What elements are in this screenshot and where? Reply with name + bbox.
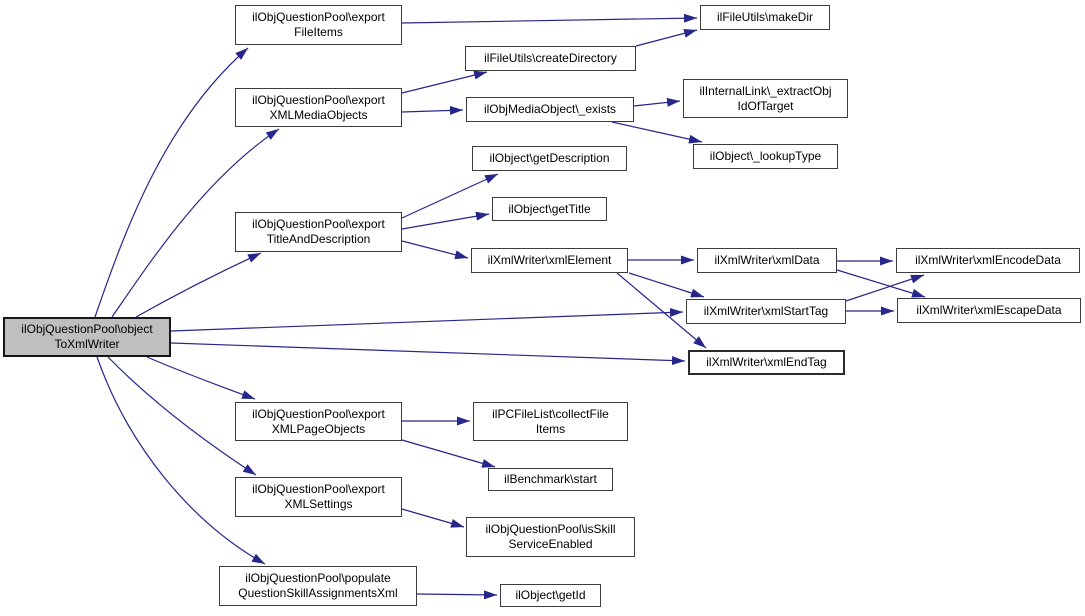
graph-node-getId[interactable]: ilObject\getId [500, 584, 601, 607]
graph-node-xmlEscapeData[interactable]: ilXmlWriter\xmlEscapeData [897, 298, 1081, 323]
graph-node-label: ilObjQuestionPool\export [252, 482, 385, 496]
graph-node-label: ilObjQuestionPool\populate [245, 571, 391, 585]
edge-createDirectory-to-makeDir [635, 28, 698, 47]
graph-node-lookupType[interactable]: ilObject\_lookupType [693, 144, 838, 169]
graph-node-label: ilObject\getTitle [508, 201, 591, 216]
edge-xmlElement-to-xmlEndTag [616, 272, 707, 349]
graph-node-label: ilObjQuestionPool\export [252, 10, 385, 24]
graph-node-label: XMLPageObjects [271, 421, 366, 436]
edge-objectToXmlWriter-to-exportTitleAndDescription [135, 252, 262, 318]
graph-node-label: IdOfTarget [737, 98, 794, 113]
graph-node-label: ilObjMediaObject\_exists [483, 102, 617, 116]
graph-node-mediaObjectExists[interactable]: ilObjMediaObject\_exists [466, 97, 634, 122]
edge-xmlElement-to-xmlStartTag [628, 272, 705, 298]
graph-node-label: ilXmlWriter\xmlStartTag [703, 304, 829, 318]
graph-node-label: ToXmlWriter [54, 337, 120, 351]
graph-node-label: ilXmlWriter\xmlData [714, 253, 820, 267]
edge-objectToXmlWriter-to-exportXMLMediaObjects [111, 128, 280, 318]
edge-exportXMLSettings-to-isSkillServiceEnabled [401, 508, 465, 528]
edge-objectToXmlWriter-to-populateQuestionSkillAssignmentsXml [96, 356, 266, 565]
graph-node-label: TitleAndDescription [266, 232, 371, 246]
edge-exportTitleAndDescription-to-getDescription [401, 173, 499, 219]
graph-node-label: ilFileUtils\makeDir [716, 10, 813, 24]
edge-exportFileItems-to-makeDir [401, 13, 698, 24]
edge-exportXMLMediaObjects-to-mediaObjectExists [401, 105, 464, 115]
graph-node-label: ilObject\_lookupType [709, 149, 822, 163]
graph-node-label: FileItems [294, 25, 343, 39]
edge-exportXMLPageObjects-to-benchmarkStart [401, 439, 496, 468]
graph-node-label: ilObjQuestionPool\object [21, 322, 153, 336]
edge-objectToXmlWriter-to-exportXMLSettings [107, 356, 257, 476]
graph-node-label: ilXmlWriter\xmlEncodeData [915, 253, 1061, 267]
edge-exportXMLMediaObjects-to-createDirectory [401, 70, 488, 94]
edge-xmlData-to-xmlEscapeData [836, 269, 926, 298]
graph-node-label: XMLMediaObjects [269, 107, 368, 122]
graph-node-getDescription[interactable]: ilObject\getDescription [472, 146, 627, 171]
edge-objectToXmlWriter-to-xmlEndTag [170, 342, 686, 366]
graph-node-makeDir[interactable]: ilFileUtils\makeDir [700, 5, 830, 30]
graph-node-label: ilXmlWriter\xmlEscapeData [916, 303, 1062, 317]
graph-node-label: ilFileUtils\createDirectory [484, 51, 617, 65]
edge-populateQuestionSkillAssignmentsXml-to-getId [416, 590, 498, 600]
graph-node-getTitle[interactable]: ilObject\getTitle [492, 197, 607, 221]
edge-objectToXmlWriter-to-exportFileItems [94, 47, 249, 318]
graph-node-label: ilXmlWriter\xmlElement [487, 253, 612, 267]
edge-objectToXmlWriter-to-exportXMLPageObjects [146, 356, 256, 400]
graph-node-benchmarkStart[interactable]: ilBenchmark\start [488, 468, 613, 491]
graph-node-xmlElement[interactable]: ilXmlWriter\xmlElement [471, 248, 628, 273]
edge-mediaObjectExists-to-lookupType [611, 121, 703, 144]
edge-objectToXmlWriter-to-xmlStartTag [170, 307, 684, 332]
graph-node-xmlEncodeData[interactable]: ilXmlWriter\xmlEncodeData [896, 248, 1080, 273]
graph-node-label: ilObject\getDescription [489, 151, 610, 165]
graph-node-label: ilXmlWriter\xmlEndTag [706, 355, 827, 369]
graph-node-label: ilObject\getId [515, 588, 586, 602]
graph-node-label: XMLSettings [284, 497, 353, 511]
edge-exportTitleAndDescription-to-getTitle [401, 211, 490, 230]
graph-node-label: ilInternalLink\_extractObj [699, 83, 832, 98]
graph-node-xmlStartTag[interactable]: ilXmlWriter\xmlStartTag [686, 299, 846, 324]
edge-xmlStartTag-to-xmlEncodeData [845, 274, 925, 302]
graph-node-label: ilObjQuestionPool\export [252, 406, 385, 421]
graph-node-label: ilObjQuestionPool\export [252, 217, 385, 231]
graph-node-xmlData[interactable]: ilXmlWriter\xmlData [697, 248, 837, 273]
graph-node-label: ilObjQuestionPool\isSkill [485, 522, 616, 536]
graph-node-label: ilPCFileList\collectFile [492, 406, 609, 421]
graph-node-label: ServiceEnabled [508, 537, 593, 551]
graph-node-label: ilBenchmark\start [504, 472, 597, 486]
edge-exportTitleAndDescription-to-xmlElement [401, 240, 469, 260]
edge-mediaObjectExists-to-extractObjIdOfTarget [633, 97, 681, 107]
graph-node-createDirectory[interactable]: ilFileUtils\createDirectory [465, 46, 636, 71]
graph-node-xmlEndTag[interactable]: ilXmlWriter\xmlEndTag [688, 350, 845, 375]
graph-node-label: Items [535, 421, 566, 436]
graph-node-label: ilObjQuestionPool\export [252, 92, 385, 107]
graph-node-label: QuestionSkillAssignmentsXml [238, 586, 398, 600]
